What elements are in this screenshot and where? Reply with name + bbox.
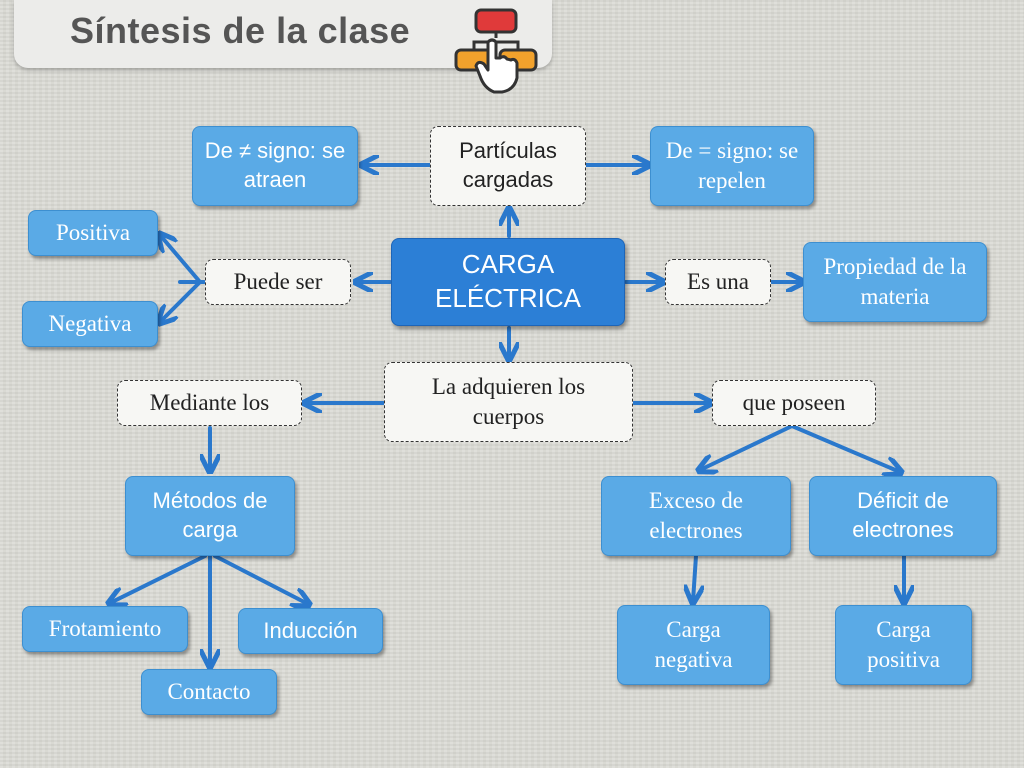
arrow-poseen-deficit (790, 424, 900, 472)
node-que-poseen: que poseen (712, 380, 876, 426)
arrow-poseen-exceso (700, 424, 794, 470)
arrow-metodos-frotamiento (110, 554, 207, 603)
node-puede-ser: Puede ser (205, 259, 351, 305)
node-es-una: Es una (665, 259, 771, 305)
arrow-exceso-cneg (693, 554, 696, 601)
node-carga-positiva: Carga positiva (835, 605, 972, 685)
concept-map-hand-icon (454, 8, 538, 94)
node-contacto: Contacto (141, 669, 277, 715)
node-deficit: Déficit de electrones (809, 476, 997, 556)
node-positiva: Positiva (28, 210, 158, 256)
arrow-puedeser-positiva (160, 235, 202, 284)
node-propiedad: Propiedad de la materia (803, 242, 987, 322)
node-exceso: Exceso de electrones (601, 476, 791, 556)
node-repelen: De = signo: se repelen (650, 126, 814, 206)
node-particulas: Partículas cargadas (430, 126, 586, 206)
node-negativa: Negativa (22, 301, 158, 347)
node-central: CARGA ELÉCTRICA (391, 238, 625, 326)
node-metodos: Métodos de carga (125, 476, 295, 556)
arrow-puedeser-negativa (160, 280, 202, 322)
node-adquieren: La adquieren los cuerpos (384, 362, 633, 442)
arrow-metodos-induccion (213, 554, 308, 604)
node-carga-negativa: Carga negativa (617, 605, 770, 685)
title-tab: Síntesis de la clase (14, 0, 552, 94)
node-induccion: Inducción (238, 608, 383, 654)
node-frotamiento: Frotamiento (22, 606, 188, 652)
page-title: Síntesis de la clase (70, 10, 411, 51)
node-mediante: Mediante los (117, 380, 302, 426)
node-atraen: De ≠ signo: se atraen (192, 126, 358, 206)
